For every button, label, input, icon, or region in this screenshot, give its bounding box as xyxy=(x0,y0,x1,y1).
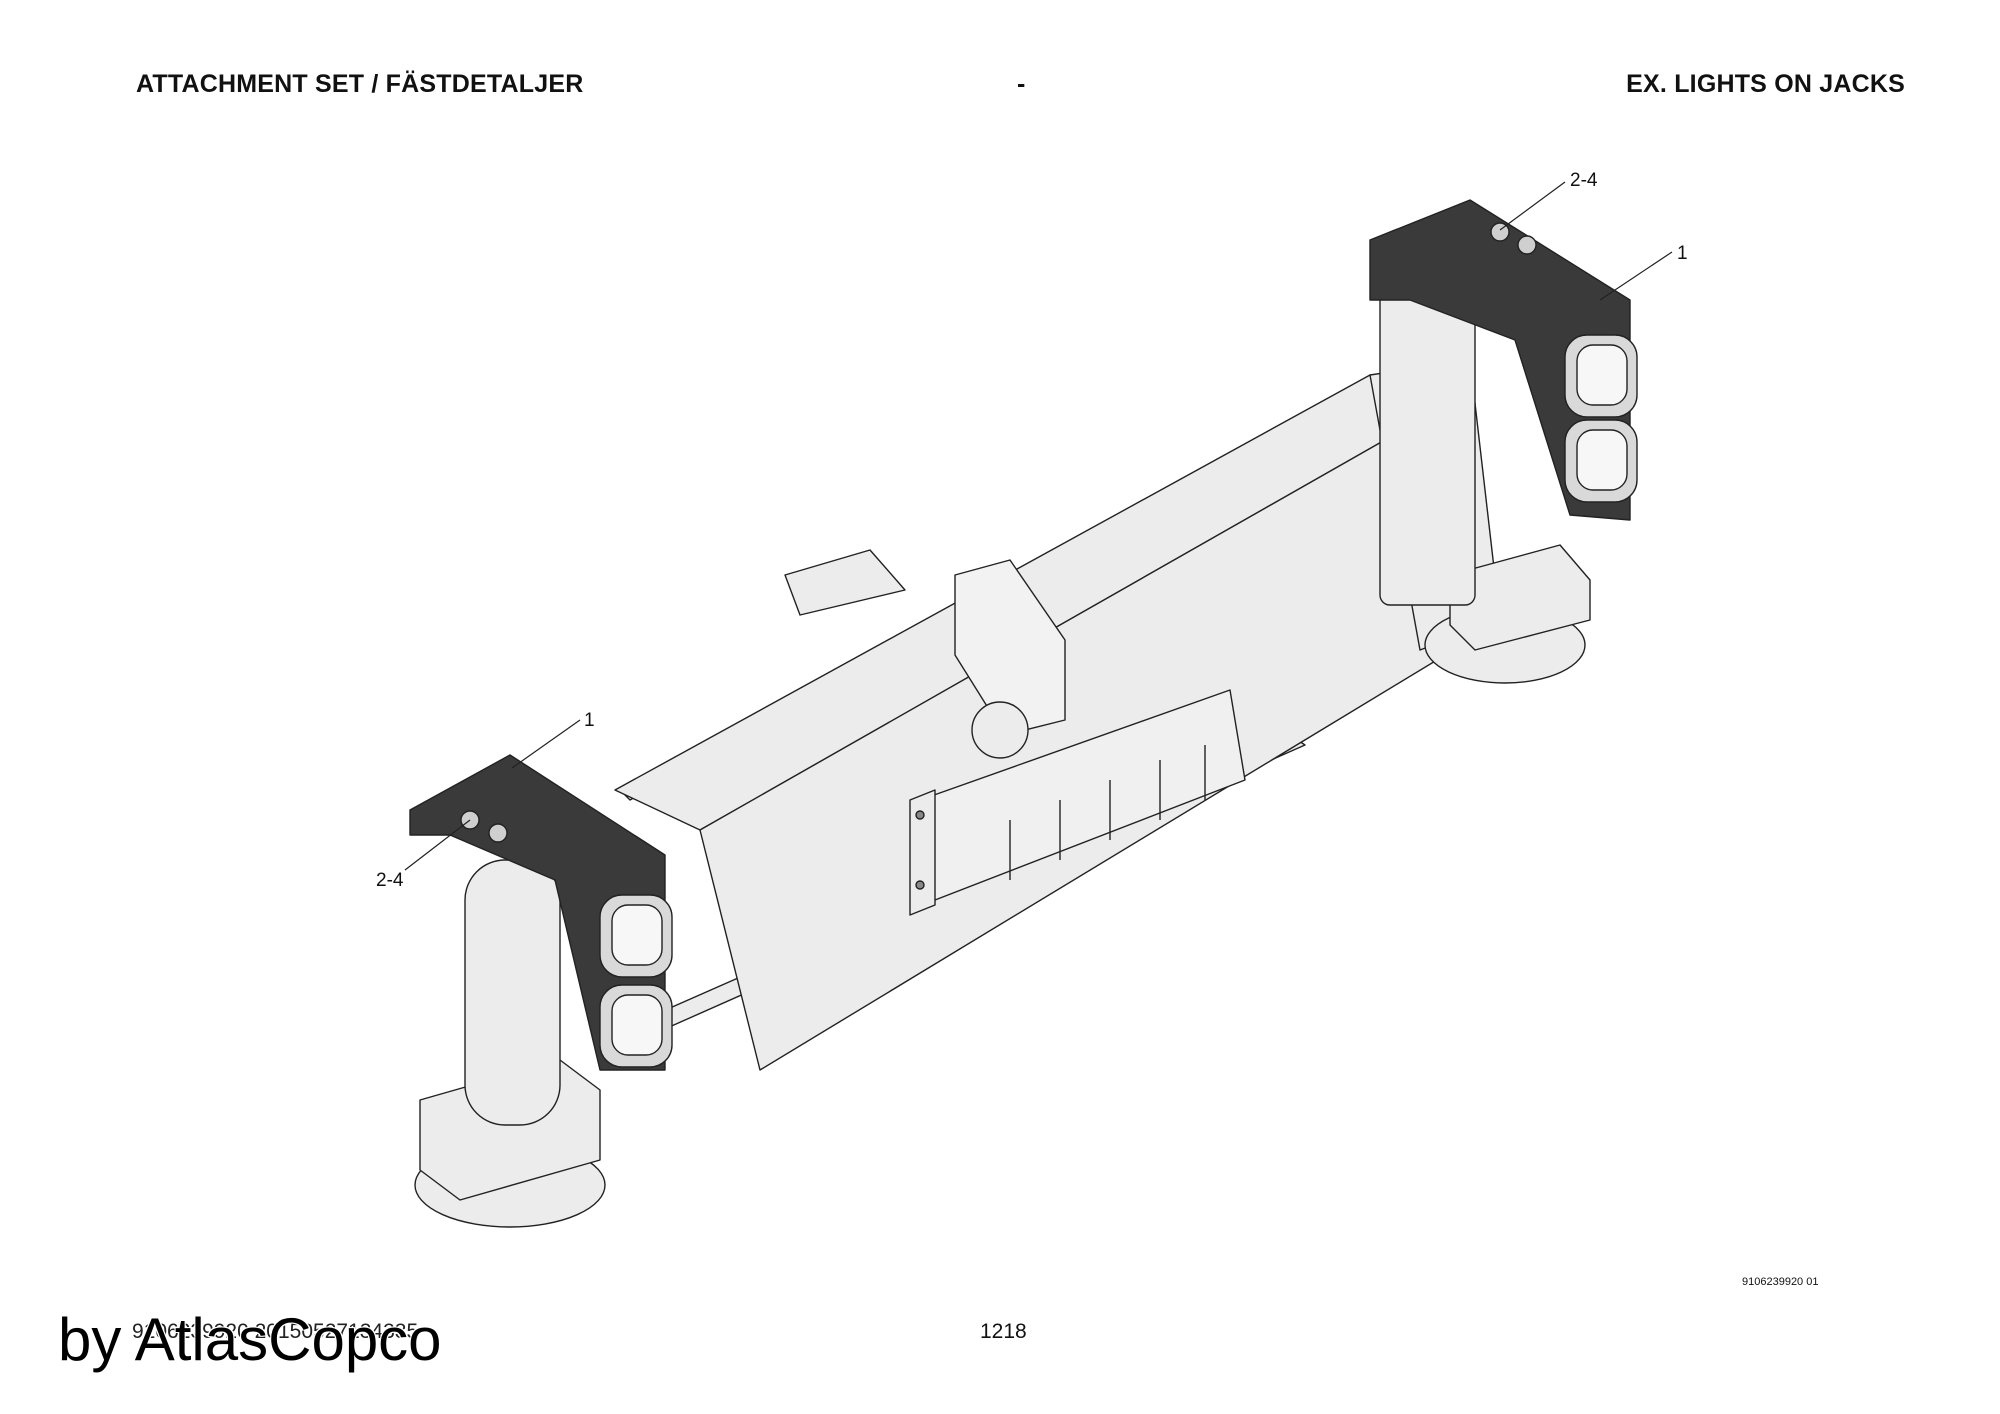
callout-left-bolt: 2-4 xyxy=(376,870,404,891)
right-jack-base xyxy=(1449,544,1591,651)
right-lamps xyxy=(1564,334,1638,503)
right-jack-cylinder xyxy=(1379,284,1476,606)
callout-top-bolt: 2-4 xyxy=(1570,170,1598,191)
header-subtitle: EX. LIGHTS ON JACKS xyxy=(1626,70,1905,98)
mount-bolt xyxy=(915,810,925,820)
left-bolt xyxy=(488,823,508,843)
leader-lines xyxy=(404,181,1673,871)
figure-id: 9106239920 01 xyxy=(1742,1276,1819,1288)
callout-left-bracket: 1 xyxy=(584,710,595,731)
header-separator: - xyxy=(1017,70,1026,98)
left-light-bracket xyxy=(409,754,666,1071)
right-bolt xyxy=(1490,222,1510,242)
right-bolt xyxy=(1517,235,1537,255)
left-lamps xyxy=(599,894,673,1068)
collar-hole xyxy=(971,701,1029,759)
mount-bolt xyxy=(915,880,925,890)
crossbeam-face xyxy=(909,789,936,916)
callout-top-bracket: 1 xyxy=(1677,243,1688,264)
beam-collar xyxy=(954,559,1066,736)
left-jack-cylinder xyxy=(464,859,561,1126)
rollers xyxy=(1009,745,1206,880)
header-title: ATTACHMENT SET / FÄSTDETALJER xyxy=(136,70,584,98)
watermark: by AtlasCopco xyxy=(58,1306,442,1373)
document-reference: 9106239920 20150527134335 xyxy=(132,1320,419,1343)
page-number: 1218 xyxy=(980,1320,1027,1343)
left-plate xyxy=(784,549,906,616)
